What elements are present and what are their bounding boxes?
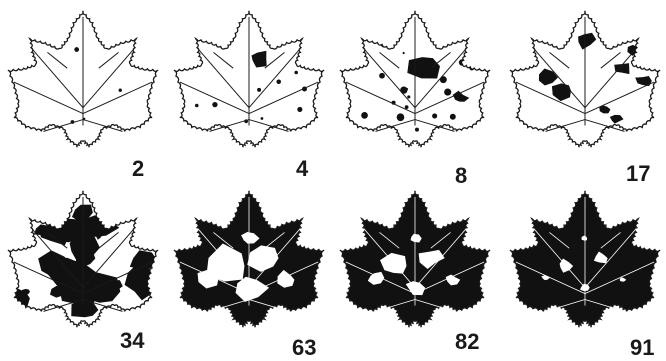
leaf-panel — [506, 188, 664, 338]
damage-spot — [361, 112, 368, 119]
damage-percent-label: 8 — [455, 165, 467, 187]
damage-percent-label: 91 — [630, 337, 654, 359]
damage-spot — [403, 52, 405, 54]
damage-spot — [276, 79, 281, 84]
damage-percent-label: 63 — [292, 337, 316, 359]
damage-spot — [432, 113, 437, 118]
leaf-drawing — [170, 188, 328, 338]
damage-percent-label: 82 — [455, 331, 479, 353]
damage-spot — [74, 47, 79, 52]
damage-spot — [261, 117, 264, 120]
damage-percent-label: 2 — [132, 158, 144, 180]
damage-spot — [450, 114, 456, 120]
damage-percent-label: 34 — [120, 330, 144, 352]
damage-spot — [195, 104, 199, 108]
leaf-panel — [170, 188, 328, 338]
leaf-drawing — [4, 188, 162, 338]
damage-spot — [397, 113, 405, 121]
leaf-drawing — [336, 188, 494, 338]
damage-spot — [405, 105, 409, 109]
damage-spot — [518, 126, 527, 134]
damage-spot — [415, 128, 419, 132]
leaf-drawing — [4, 8, 162, 158]
damage-percent-label: 17 — [626, 163, 650, 185]
damage-spot — [257, 88, 261, 92]
damage-spot — [119, 89, 122, 92]
leaf-panel — [506, 8, 664, 158]
damage-percent-label: 4 — [296, 158, 308, 180]
damage-spot — [379, 73, 385, 79]
leaf-drawing — [336, 8, 494, 158]
leaf-drawing — [506, 8, 664, 158]
leaf-panel — [4, 8, 162, 158]
damage-spot — [297, 107, 302, 112]
leaf-panel — [336, 8, 494, 158]
damage-spot — [400, 86, 407, 93]
leaf-panel — [170, 8, 328, 158]
damage-spot — [294, 71, 298, 75]
damage-spot — [466, 52, 470, 56]
leaf-panel — [336, 188, 494, 338]
damage-spot — [407, 95, 410, 98]
damage-spot — [212, 102, 217, 107]
damage-spot — [23, 50, 29, 56]
leaf-panel — [4, 188, 162, 338]
damage-spot — [444, 89, 451, 96]
leaf-drawing — [506, 188, 664, 338]
damage-spot — [644, 38, 652, 44]
leaf-drawing — [170, 8, 328, 158]
